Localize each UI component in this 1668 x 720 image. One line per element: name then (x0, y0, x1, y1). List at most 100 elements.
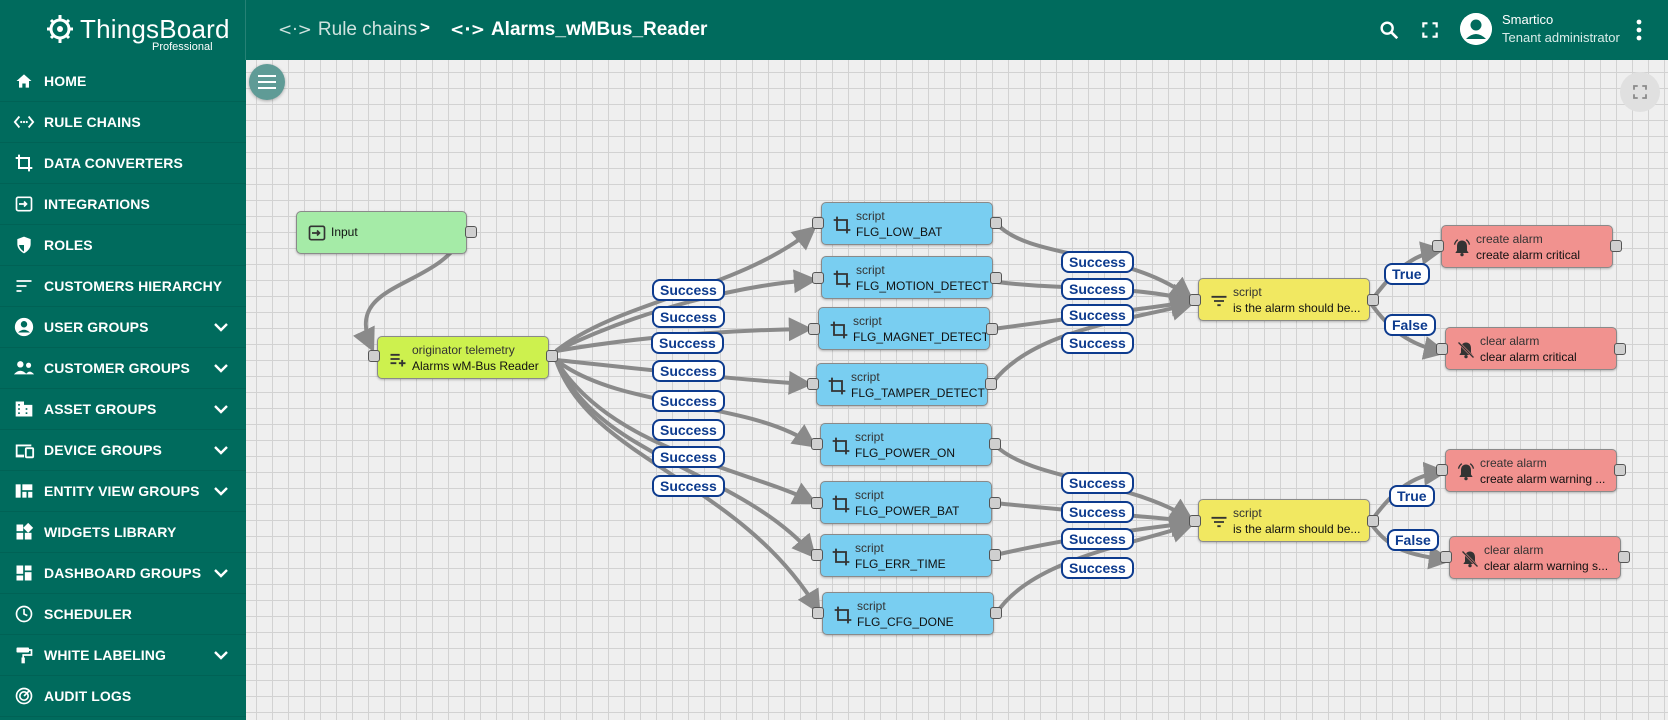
node-port-in[interactable] (812, 217, 824, 229)
sidebar-item-customers-hierarchy[interactable]: CUSTOMERS HIERARCHY (0, 266, 246, 307)
node-create-alarm-critical[interactable]: create alarm create alarm critical (1441, 225, 1613, 268)
node-port-out[interactable] (1367, 515, 1379, 527)
link-label[interactable]: Success (1061, 528, 1134, 550)
node-port-in[interactable] (1189, 515, 1201, 527)
node-port-in[interactable] (811, 497, 823, 509)
node-port-out[interactable] (990, 272, 1002, 284)
sidebar-item-audit-logs[interactable]: AUDIT LOGS (0, 676, 246, 717)
link-label[interactable]: Success (1061, 304, 1134, 326)
node-port-in[interactable] (812, 607, 824, 619)
sidebar-item-customer-groups[interactable]: CUSTOMER GROUPS (0, 348, 246, 389)
node-script-flg-power-bat[interactable]: script FLG_POWER_BAT (820, 481, 992, 524)
node-port-in[interactable] (1436, 343, 1448, 355)
link-label[interactable]: Success (1061, 278, 1134, 300)
canvas-fullscreen-button[interactable] (1620, 72, 1660, 112)
node-script-flg-motion-detect[interactable]: script FLG_MOTION_DETECT (821, 256, 993, 299)
node-create-alarm-warning[interactable]: create alarm create alarm warning ... (1445, 449, 1617, 492)
node-input[interactable]: Input (296, 211, 467, 254)
node-port-in[interactable] (1440, 551, 1452, 563)
node-script-flg-low-bat[interactable]: script FLG_LOW_BAT (821, 202, 993, 245)
node-port-in[interactable] (1189, 294, 1201, 306)
link-label[interactable]: Success (652, 419, 725, 441)
link-label[interactable]: Success (1061, 332, 1134, 354)
link-label[interactable]: Success (652, 360, 725, 382)
search-button[interactable] (1375, 16, 1403, 44)
node-script-flg-cfg-done[interactable]: script FLG_CFG_DONE (822, 592, 994, 635)
link-label[interactable]: Success (1061, 251, 1134, 273)
node-port-out[interactable] (546, 350, 558, 362)
node-port-out[interactable] (989, 497, 1001, 509)
node-clear-alarm-critical[interactable]: clear alarm clear alarm critical (1445, 327, 1617, 370)
node-port-out[interactable] (986, 323, 998, 335)
breadcrumb-rule-chains[interactable]: <·> Rule chains (278, 18, 417, 42)
sidebar-item-data-converters[interactable]: DATA CONVERTERS (0, 143, 246, 184)
node-clear-alarm-warning[interactable]: clear alarm clear alarm warning s... (1449, 536, 1621, 579)
node-port-in[interactable] (807, 378, 819, 390)
link-label[interactable]: Success (1061, 472, 1134, 494)
node-originator-telemetry[interactable]: originator telemetry Alarms wM-Bus Reade… (377, 336, 549, 379)
node-name: is the alarm should be... (1233, 522, 1361, 536)
chevron-down-icon[interactable] (212, 359, 230, 377)
node-port-out[interactable] (465, 226, 477, 238)
link-label-false[interactable]: False (1384, 314, 1436, 336)
link-label[interactable]: Success (652, 390, 725, 412)
node-filter-script-critical[interactable]: script is the alarm should be... (1198, 278, 1370, 321)
sidebar-item-rule-chains[interactable]: RULE CHAINS (0, 102, 246, 143)
chevron-down-icon[interactable] (212, 400, 230, 418)
node-port-out[interactable] (990, 607, 1002, 619)
sidebar-item-roles[interactable]: ROLES (0, 225, 246, 266)
sidebar-item-home[interactable]: HOME (0, 61, 246, 102)
sidebar-item-asset-groups[interactable]: ASSET GROUPS (0, 389, 246, 430)
chevron-down-icon[interactable] (212, 482, 230, 500)
node-port-out[interactable] (989, 438, 1001, 450)
node-port-out[interactable] (1618, 551, 1630, 563)
link-label[interactable]: Success (652, 446, 725, 468)
node-port-in[interactable] (811, 438, 823, 450)
link-label[interactable]: Success (652, 279, 725, 301)
chevron-down-icon[interactable] (212, 646, 230, 664)
node-port-out[interactable] (989, 549, 1001, 561)
node-port-in[interactable] (368, 350, 380, 362)
node-script-flg-tamper-detect[interactable]: script FLG_TAMPER_DETECT (816, 363, 988, 406)
node-port-out[interactable] (990, 217, 1002, 229)
sidebar-item-scheduler[interactable]: SCHEDULER (0, 594, 246, 635)
link-label[interactable]: Success (1061, 501, 1134, 523)
link-label-true[interactable]: True (1389, 485, 1435, 507)
sidebar-item-user-groups[interactable]: USER GROUPS (0, 307, 246, 348)
node-filter-script-warning[interactable]: script is the alarm should be... (1198, 499, 1370, 542)
link-label[interactable]: Success (1061, 557, 1134, 579)
link-label-true[interactable]: True (1384, 263, 1430, 285)
chevron-down-icon[interactable] (212, 564, 230, 582)
sidebar-item-integrations[interactable]: INTEGRATIONS (0, 184, 246, 225)
sidebar-item-dashboard-groups[interactable]: DASHBOARD GROUPS (0, 553, 246, 594)
logo[interactable]: ThingsBoard Professional (44, 12, 229, 53)
sidebar-item-white-labeling[interactable]: WHITE LABELING (0, 635, 246, 676)
sidebar-item-label: AUDIT LOGS (44, 688, 132, 704)
node-port-out[interactable] (1610, 240, 1622, 252)
sidebar-item-widgets-library[interactable]: WIDGETS LIBRARY (0, 512, 246, 553)
node-port-in[interactable] (812, 272, 824, 284)
node-script-flg-magnet-detect[interactable]: script FLG_MAGNET_DETECT (818, 307, 990, 350)
link-label[interactable]: Success (651, 332, 724, 354)
link-label[interactable]: Success (652, 475, 725, 497)
sidebar-item-device-groups[interactable]: DEVICE GROUPS (0, 430, 246, 471)
node-script-flg-power-on[interactable]: script FLG_POWER_ON (820, 423, 992, 466)
chevron-down-icon[interactable] (212, 441, 230, 459)
node-port-out[interactable] (985, 378, 997, 390)
avatar[interactable] (1460, 13, 1492, 45)
menu-button[interactable] (249, 64, 285, 100)
node-port-in[interactable] (808, 323, 820, 335)
node-port-out[interactable] (1614, 343, 1626, 355)
node-port-out[interactable] (1367, 294, 1379, 306)
node-script-flg-err-time[interactable]: script FLG_ERR_TIME (820, 534, 992, 577)
link-label[interactable]: Success (652, 306, 725, 328)
chevron-down-icon[interactable] (212, 318, 230, 336)
node-port-in[interactable] (811, 549, 823, 561)
more-menu-button[interactable] (1625, 16, 1653, 44)
node-port-in[interactable] (1432, 240, 1444, 252)
node-port-in[interactable] (1436, 464, 1448, 476)
sidebar-item-entity-view-groups[interactable]: ENTITY VIEW GROUPS (0, 471, 246, 512)
node-port-out[interactable] (1614, 464, 1626, 476)
link-label-false[interactable]: False (1387, 529, 1439, 551)
fullscreen-button[interactable] (1416, 16, 1444, 44)
